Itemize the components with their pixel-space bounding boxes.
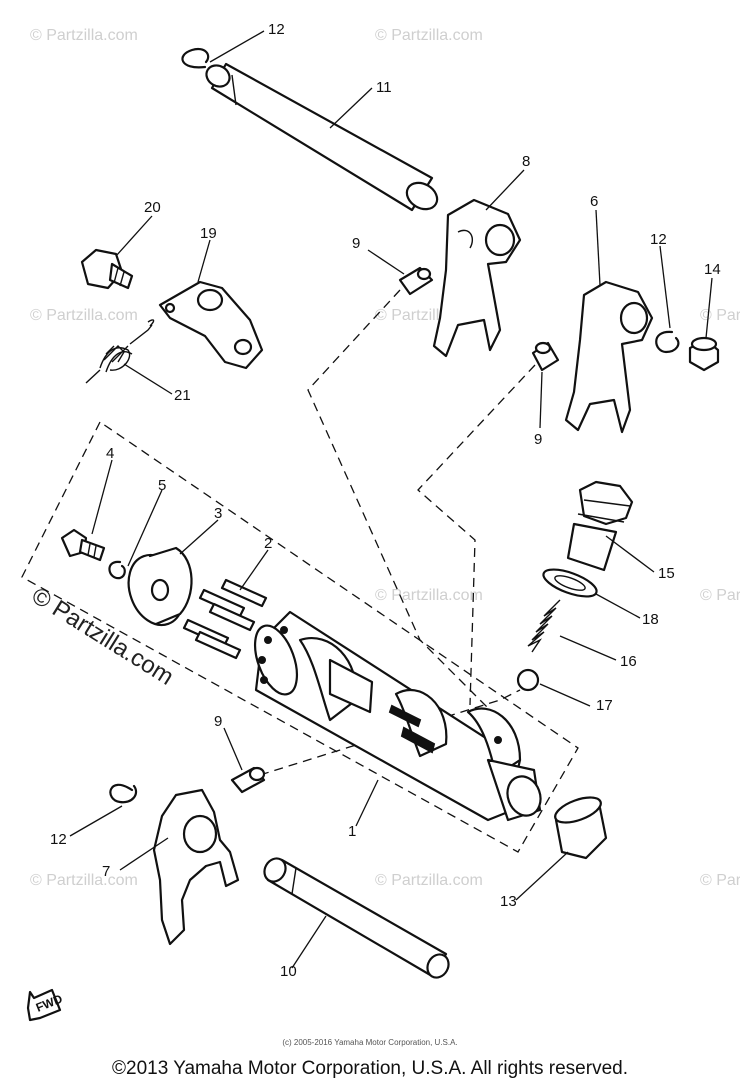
part-17-ball — [516, 668, 540, 692]
callout-10: 10 — [280, 963, 297, 980]
part-15-plug-bolt — [566, 480, 634, 572]
part-14-cap — [688, 336, 720, 372]
callout-19: 19 — [200, 225, 217, 242]
callout-9: 9 — [352, 235, 360, 252]
callout-3: 3 — [214, 505, 222, 522]
callout-12: 12 — [268, 21, 285, 38]
part-6-shift-fork — [564, 280, 654, 434]
part-5-washer — [108, 560, 126, 580]
guide-line — [417, 364, 536, 706]
part-16-spring — [527, 599, 561, 653]
callout-17: 17 — [596, 697, 613, 714]
callout-9: 9 — [214, 713, 222, 730]
part-20-bolt — [80, 248, 134, 290]
watermark-text: © Partzilla.com — [30, 27, 138, 44]
callout-18: 18 — [642, 611, 659, 628]
part-4-screw — [60, 528, 106, 562]
guide-line — [307, 289, 501, 721]
watermark-text: © Partzilla.com — [700, 872, 740, 889]
footer-copyright: ©2013 Yamaha Motor Corporation, U.S.A. A… — [112, 1058, 628, 1079]
part-19-stopper-lever — [158, 280, 264, 370]
part-1-shift-cam — [253, 610, 542, 822]
callout-16: 16 — [620, 653, 637, 670]
part-9-pin — [398, 266, 434, 296]
callout-11: 11 — [376, 79, 392, 96]
part-3-segment — [127, 546, 193, 627]
callout-21: 21 — [174, 387, 191, 404]
part-2-pins — [182, 578, 268, 660]
callout-8: 8 — [522, 153, 530, 170]
assembly-outline — [21, 421, 579, 853]
watermark-text: © Partzilla.com — [375, 872, 483, 889]
callout-15: 15 — [658, 565, 675, 582]
part-8-shift-fork — [432, 198, 522, 358]
watermark-text: © Partzilla.com — [30, 872, 138, 889]
callout-14: 14 — [704, 261, 721, 278]
callout-9: 9 — [534, 431, 542, 448]
callout-20: 20 — [144, 199, 161, 216]
watermark-text: © Partzilla.com — [30, 307, 138, 324]
part-10-guide-bar — [263, 857, 450, 979]
callout-7: 7 — [102, 863, 110, 880]
small-copyright-note: (c) 2005-2016 Yamaha Motor Corporation, … — [282, 1038, 458, 1047]
callout-4: 4 — [106, 445, 114, 462]
callout-12: 12 — [650, 231, 667, 248]
part-12-circlip — [181, 47, 210, 69]
part-11-guide-bar — [205, 62, 439, 212]
part-18-washer — [542, 568, 598, 598]
part-12-circlip — [109, 783, 138, 804]
fwd-arrow-icon: FWD — [26, 988, 65, 1022]
leader-lines — [69, 30, 713, 969]
callout-6: 6 — [590, 193, 598, 210]
callout-12: 12 — [50, 831, 67, 848]
callout-13: 13 — [500, 893, 517, 910]
part-13-cap — [554, 796, 608, 860]
watermark-text: © Partzilla.com — [700, 307, 740, 324]
part-12-circlip — [655, 330, 680, 354]
guide-line — [259, 689, 521, 776]
watermark-text: © Partzilla.com — [700, 587, 740, 604]
part-9-pin — [230, 766, 266, 794]
part-21-spring — [85, 319, 155, 384]
watermark-text: © Partzilla.com — [375, 587, 483, 604]
part-7-shift-fork — [152, 788, 240, 946]
callout-5: 5 — [158, 477, 166, 494]
callout-2: 2 — [264, 535, 272, 552]
part-9-pin — [531, 341, 560, 372]
watermark-text: © Partzilla.com — [375, 27, 483, 44]
callout-numbers: 12 11 8 9 6 12 14 9 20 19 21 4 5 3 2 15 … — [50, 21, 721, 980]
watermark-layer: © Partzilla.com © Partzilla.com © Partzi… — [30, 27, 740, 889]
callout-1: 1 — [348, 823, 356, 840]
